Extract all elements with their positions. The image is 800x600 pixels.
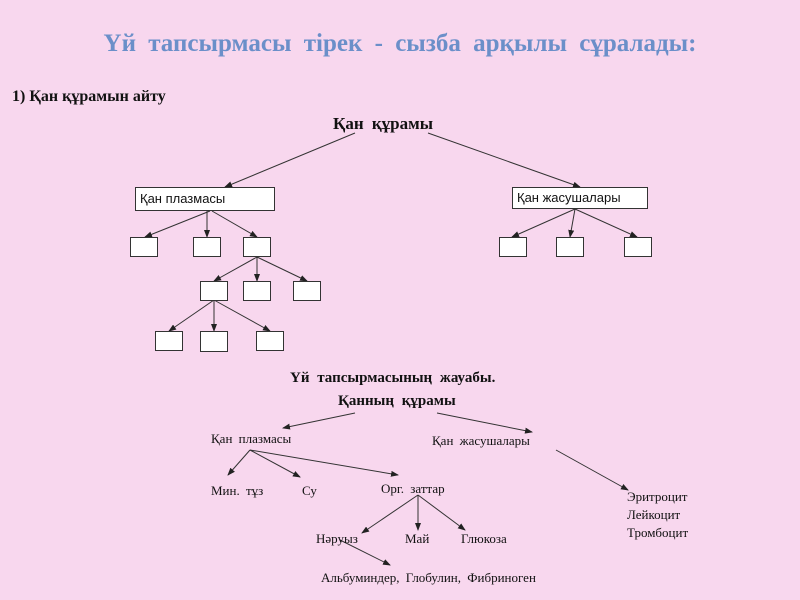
empty-box (155, 331, 183, 351)
answer-cells: Қан жасушалары (432, 433, 530, 448)
empty-box (200, 331, 228, 352)
empty-box (193, 237, 221, 257)
empty-box (130, 237, 158, 257)
answer-min-salt: Мин. тұз (211, 483, 264, 498)
cell-type: Тромбоцит (627, 525, 689, 540)
schema-root: Қан құрамы (333, 114, 433, 133)
answer-cell-types: Эритроцит Лейкоцит Тромбоцит (627, 488, 688, 542)
empty-box (200, 281, 228, 301)
cell-type: Эритроцит (627, 489, 688, 504)
empty-box (243, 281, 271, 301)
answer-glucose: Глюкоза (461, 531, 507, 546)
empty-box (624, 237, 652, 257)
empty-box (256, 331, 284, 351)
empty-box (293, 281, 321, 301)
empty-box (499, 237, 527, 257)
plasma-box: Қан плазмасы (135, 187, 275, 211)
empty-box (243, 237, 271, 257)
task-label: 1) Қан құрамын айту (12, 88, 166, 105)
empty-box (556, 237, 584, 257)
answer-plasma: Қан плазмасы (211, 431, 292, 446)
slide-title: Үй тапсырмасы тірек - сызба арқылы сұрал… (103, 30, 697, 57)
answer-root: Қанның құрамы (338, 393, 456, 409)
answer-fat: Май (405, 531, 430, 546)
answer-heading: Үй тапсырмасының жауабы. (290, 370, 496, 386)
cell-type: Лейкоцит (627, 507, 681, 522)
answer-protein: Нәруыз (316, 531, 358, 546)
answer-organic: Орг. заттар (381, 481, 445, 496)
cells-box: Қан жасушалары (512, 187, 648, 209)
answer-protein-list: Альбуминдер, Глобулин, Фибриноген (321, 570, 536, 585)
answer-water: Су (302, 483, 317, 498)
